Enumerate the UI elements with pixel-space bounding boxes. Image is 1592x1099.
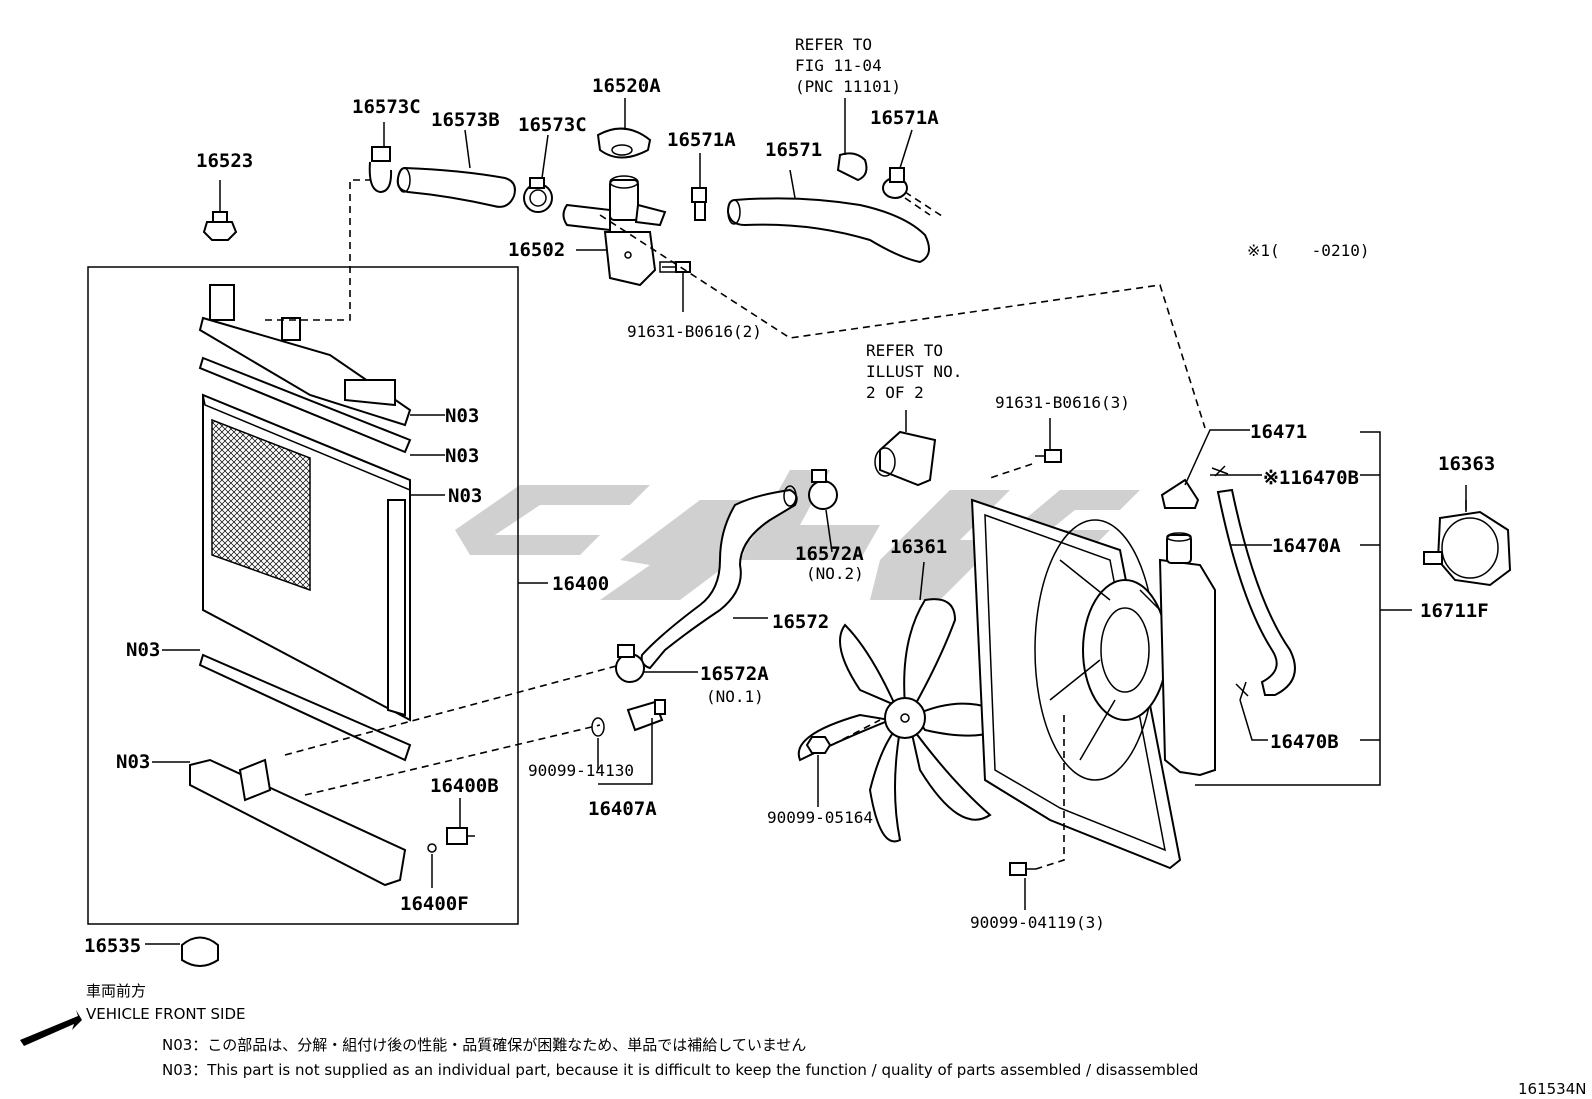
engine-pipe [836, 152, 868, 182]
refer-to-fig-line-3: (PNC 11101) [795, 77, 901, 96]
refer-to-illust-line-1: REFER TO [866, 341, 943, 360]
label-16470a: 16470A [1272, 535, 1341, 557]
radiator-assembly-frame [87, 266, 519, 925]
reservoir[interactable] [1158, 532, 1216, 777]
label-16573b: 16573B [431, 109, 500, 131]
clamp-16571a-right[interactable] [882, 167, 908, 199]
clamp-16573c-right[interactable] [523, 177, 553, 213]
label-16407a: 16407A [588, 798, 657, 820]
label-16573c-left: 16573C [352, 96, 421, 118]
cap-16535[interactable] [181, 936, 219, 967]
lower-tank[interactable] [189, 758, 407, 887]
label-16502: 16502 [508, 239, 565, 261]
label-16520a: 16520A [592, 75, 661, 97]
label-16572a-no2-sub: (NO.2) [806, 564, 864, 583]
sensor-16407a[interactable] [626, 699, 666, 732]
label-16470b-top: ※116470B [1263, 467, 1359, 489]
label-16571a-left: 16571A [667, 129, 736, 151]
label-16711f: 16711F [1420, 600, 1489, 622]
refer-to-fig-note: REFER TO FIG 11-04 (PNC 11101) [795, 35, 901, 96]
guide-line-lower-bolt [1035, 715, 1065, 870]
fan-motor-16363[interactable] [1423, 500, 1512, 587]
guide-line-sensor [304, 724, 601, 796]
note-n03-jp: N03：この部品は、分解・組付け後の性能・品質確保が困難なため、単品では補給して… [162, 1036, 806, 1054]
note-n03-en: N03：This part is not supplied as an indi… [162, 1061, 1198, 1079]
hose-16572[interactable] [640, 485, 798, 670]
guide-line-lower-hose [284, 664, 621, 756]
label-n03-4: N03 [126, 639, 160, 661]
refer-to-fig-line-1: REFER TO [795, 35, 872, 54]
label-n03-3: N03 [448, 485, 482, 507]
label-16400b: 16400B [430, 775, 499, 797]
label-16361: 16361 [890, 536, 947, 558]
water-outlet [874, 430, 937, 487]
label-91631-b0616-2: 91631-B0616(2) [627, 322, 762, 341]
label-16471: 16471 [1250, 421, 1307, 443]
label-16470b-bottom: 16470B [1270, 731, 1339, 753]
gasket-upper[interactable] [198, 356, 412, 454]
label-n03-5: N03 [116, 751, 150, 773]
vehicle-front-side-jp: 車両前方 [86, 982, 146, 1000]
radiator-cap-16520a[interactable] [596, 127, 652, 159]
label-16400f: 16400F [400, 893, 469, 915]
fan-16361[interactable] [797, 598, 1017, 843]
guide-line-upper-tank [265, 179, 370, 321]
bolt-91631-b0616-3[interactable] [1035, 449, 1062, 463]
nut-90099-05164[interactable] [805, 736, 832, 754]
guide-line-right-clamp [904, 191, 946, 219]
label-91631-b0616-3: 91631-B0616(3) [995, 393, 1130, 412]
clamp-16572a-no1[interactable] [615, 644, 645, 683]
clip-16470b-bottom[interactable] [1235, 681, 1249, 701]
leader-lines [145, 98, 1467, 945]
fan-shroud[interactable] [970, 498, 1182, 870]
drain-plug-16523[interactable] [202, 211, 238, 241]
overflow-hose-16470a[interactable] [1216, 488, 1296, 696]
label-16571a-right: 16571A [870, 107, 939, 129]
label-16572a-no2: 16572A [795, 543, 864, 565]
o-ring-16400f[interactable] [427, 843, 437, 853]
lower-hose-16571[interactable] [726, 197, 930, 264]
arrow-left-down-icon [20, 1010, 82, 1046]
label-90099-05164: 90099-05164 [767, 808, 873, 827]
upper-hose-16573b[interactable] [396, 166, 516, 208]
refer-to-illust-line-2: ILLUST NO. [866, 362, 962, 381]
guide-line-shroud-bolt [989, 463, 1033, 479]
label-16571: 16571 [765, 139, 822, 161]
refer-to-illust-note: REFER TO ILLUST NO. 2 OF 2 [866, 341, 962, 402]
filler-neck-16502[interactable] [562, 175, 667, 287]
label-16363: 16363 [1438, 453, 1495, 475]
clamp-16571a-left[interactable] [691, 187, 707, 221]
label-16573c-right: 16573C [518, 114, 587, 136]
o-ring-90099-14130[interactable] [591, 717, 605, 737]
clamp-16573c-left[interactable] [368, 146, 393, 194]
clamp-16572a-no2[interactable] [808, 469, 838, 510]
gasket-lower[interactable] [198, 653, 412, 762]
label-16572: 16572 [772, 611, 829, 633]
upper-tank[interactable] [198, 284, 412, 427]
guide-line-fan-nut [831, 719, 881, 746]
label-n03-2: N03 [445, 445, 479, 467]
refer-to-fig-line-2: FIG 11-04 [795, 56, 882, 75]
label-16523: 16523 [196, 150, 253, 172]
figure-id: 161534N [1518, 1080, 1586, 1098]
label-n03-1: N03 [445, 405, 479, 427]
label-16572a-no1-sub: (NO.1) [706, 687, 764, 706]
label-90099-14130: 90099-14130 [528, 761, 634, 780]
vehicle-front-side-en: VEHICLE FRONT SIDE [86, 1005, 246, 1023]
label-16400: 16400 [552, 573, 609, 595]
label-16535: 16535 [84, 935, 141, 957]
label-16572a-no1: 16572A [700, 663, 769, 685]
label-90099-04119-3: 90099-04119(3) [970, 913, 1105, 932]
reservoir-cap-16471[interactable] [1160, 478, 1200, 509]
drain-cock-16400b[interactable] [446, 827, 475, 845]
guide-line-reservoir [599, 214, 1206, 429]
bolt-90099-04119-3[interactable] [1009, 862, 1036, 876]
radiator-core[interactable] [201, 393, 411, 722]
footnote-mark: ※1( -0210) [1247, 241, 1369, 260]
refer-to-illust-line-3: 2 OF 2 [866, 383, 924, 402]
